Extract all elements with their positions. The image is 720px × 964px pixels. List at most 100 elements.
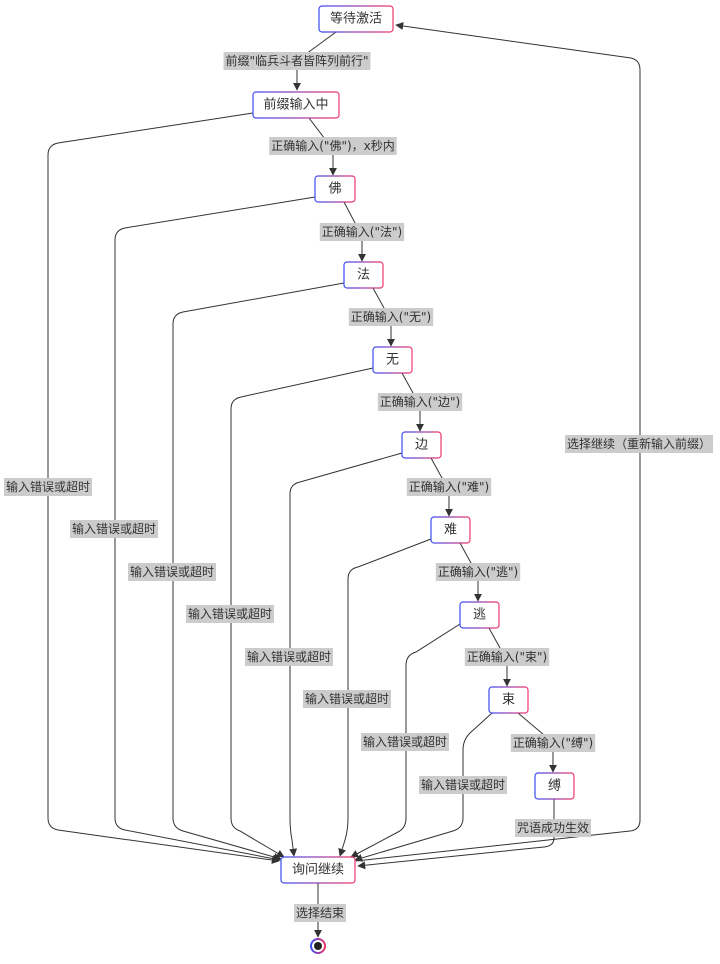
end-state bbox=[310, 938, 326, 954]
node-label: 难 bbox=[444, 523, 457, 538]
node-box bbox=[280, 856, 356, 884]
node-box bbox=[459, 601, 500, 629]
edge-label-correct-fu: 正确输入("缚") bbox=[510, 734, 596, 752]
label-background bbox=[223, 52, 371, 70]
label-text: 输入错误或超时 bbox=[363, 734, 447, 749]
label-background bbox=[435, 563, 521, 581]
label-background bbox=[294, 904, 346, 922]
node-prefix-input: 前缀输入中 bbox=[252, 91, 340, 119]
label-background bbox=[303, 690, 391, 708]
edge-label-correct-nan: 正确输入("难") bbox=[406, 478, 492, 496]
nodes: 等待激活 前缀输入中 佛 法 无 边 难 逃 bbox=[252, 5, 575, 954]
label-background bbox=[419, 776, 507, 794]
label-background bbox=[377, 393, 463, 411]
node-box bbox=[314, 175, 356, 203]
node-bian: 边 bbox=[401, 431, 442, 459]
label-text: 正确输入("缚") bbox=[513, 735, 593, 750]
label-background bbox=[4, 478, 92, 496]
label-text: 输入错误或超时 bbox=[247, 649, 331, 664]
label-text: 前缀"临兵斗者皆阵列前行" bbox=[225, 53, 368, 68]
edge-fu-to-ask-continue bbox=[357, 799, 555, 870]
node-label: 佛 bbox=[328, 182, 341, 197]
edge-label-correct-tao: 正确输入("逃") bbox=[435, 563, 521, 581]
edge-label-correct-wu: 正确输入("无") bbox=[348, 308, 434, 326]
edges bbox=[47, 22, 641, 938]
label-background bbox=[565, 435, 713, 453]
edge-label-error-nan: 输入错误或超时 bbox=[303, 690, 391, 708]
label-text: 正确输入("边") bbox=[380, 394, 460, 409]
edge-label-error-bian: 输入错误或超时 bbox=[245, 648, 333, 666]
edge-labels: 前缀"临兵斗者皆阵列前行" 正确输入("佛")，x秒内 正确输入("法") 正确… bbox=[4, 52, 713, 922]
label-text: 咒语成功生效 bbox=[517, 820, 589, 835]
label-text: 输入错误或超时 bbox=[305, 691, 389, 706]
edge-label-error-shu: 输入错误或超时 bbox=[419, 776, 507, 794]
node-box bbox=[343, 261, 384, 289]
edge-label-error-tao: 输入错误或超时 bbox=[361, 733, 449, 751]
label-background bbox=[70, 520, 158, 538]
label-text: 正确输入("束") bbox=[467, 649, 547, 664]
label-background bbox=[245, 648, 333, 666]
node-box bbox=[372, 346, 413, 374]
edge-label-correct-fo: 正确输入("佛")，x秒内 bbox=[269, 137, 397, 155]
label-text: 选择结束 bbox=[296, 906, 344, 920]
node-fu: 缚 bbox=[534, 772, 575, 800]
label-text: 正确输入("法") bbox=[322, 224, 402, 239]
label-text: 输入错误或超时 bbox=[421, 777, 505, 792]
node-box bbox=[488, 686, 529, 714]
node-label: 逃 bbox=[473, 608, 486, 623]
node-box bbox=[534, 772, 575, 800]
node-wu: 无 bbox=[372, 346, 413, 374]
node-label: 边 bbox=[415, 438, 428, 453]
edge-label-correct-fa: 正确输入("法") bbox=[319, 223, 405, 241]
node-box bbox=[318, 5, 394, 33]
label-text: 正确输入("无") bbox=[351, 309, 431, 324]
edge-label-correct-bian: 正确输入("边") bbox=[377, 393, 463, 411]
edge-label-choose-end: 选择结束 bbox=[294, 904, 346, 922]
label-background bbox=[464, 648, 550, 666]
node-label: 无 bbox=[386, 353, 399, 368]
node-nan: 难 bbox=[430, 516, 471, 544]
node-label: 等待激活 bbox=[330, 11, 382, 27]
node-shu: 束 bbox=[488, 686, 529, 714]
edge-label-error-prefix-input: 输入错误或超时 bbox=[4, 478, 92, 496]
edge-label-error-fo: 输入错误或超时 bbox=[70, 520, 158, 538]
label-background bbox=[406, 478, 492, 496]
edge-label-error-wu: 输入错误或超时 bbox=[186, 605, 274, 623]
label-text: 正确输入("难") bbox=[409, 479, 489, 494]
node-label: 束 bbox=[502, 693, 515, 708]
node-box bbox=[430, 516, 471, 544]
label-text: 输入错误或超时 bbox=[130, 564, 214, 579]
end-state-dot bbox=[314, 942, 322, 950]
node-waiting-activation: 等待激活 bbox=[318, 5, 394, 33]
label-background bbox=[128, 563, 216, 581]
edge-label-error-fa: 输入错误或超时 bbox=[128, 563, 216, 581]
label-background bbox=[319, 223, 405, 241]
node-label: 法 bbox=[357, 268, 370, 283]
node-box bbox=[252, 91, 340, 119]
edge-label-success: 咒语成功生效 bbox=[515, 819, 591, 837]
label-background bbox=[361, 733, 449, 751]
node-ask-continue: 询问继续 bbox=[280, 856, 356, 884]
node-label: 前缀输入中 bbox=[263, 97, 328, 113]
label-text: 正确输入("逃") bbox=[438, 564, 518, 579]
node-tao: 逃 bbox=[459, 601, 500, 629]
node-fa: 法 bbox=[343, 261, 384, 289]
edge-label-prefix: 前缀"临兵斗者皆阵列前行" bbox=[223, 52, 371, 70]
label-text: 正确输入("佛")，x秒内 bbox=[271, 138, 395, 153]
edge-label-correct-shu: 正确输入("束") bbox=[464, 648, 550, 666]
label-text: 输入错误或超时 bbox=[188, 606, 272, 621]
node-fo: 佛 bbox=[314, 175, 356, 203]
label-background bbox=[186, 605, 274, 623]
label-background bbox=[515, 819, 591, 837]
node-box bbox=[401, 431, 442, 459]
edge-label-choose-continue: 选择继续（重新输入前缀） bbox=[565, 435, 713, 453]
label-text: 选择继续（重新输入前缀） bbox=[567, 436, 711, 451]
label-background bbox=[269, 137, 397, 155]
label-text: 输入错误或超时 bbox=[72, 521, 156, 536]
label-text: 输入错误或超时 bbox=[6, 479, 90, 494]
label-background bbox=[510, 734, 596, 752]
node-label: 缚 bbox=[548, 778, 561, 794]
label-background bbox=[348, 308, 434, 326]
node-label: 询问继续 bbox=[292, 863, 344, 878]
